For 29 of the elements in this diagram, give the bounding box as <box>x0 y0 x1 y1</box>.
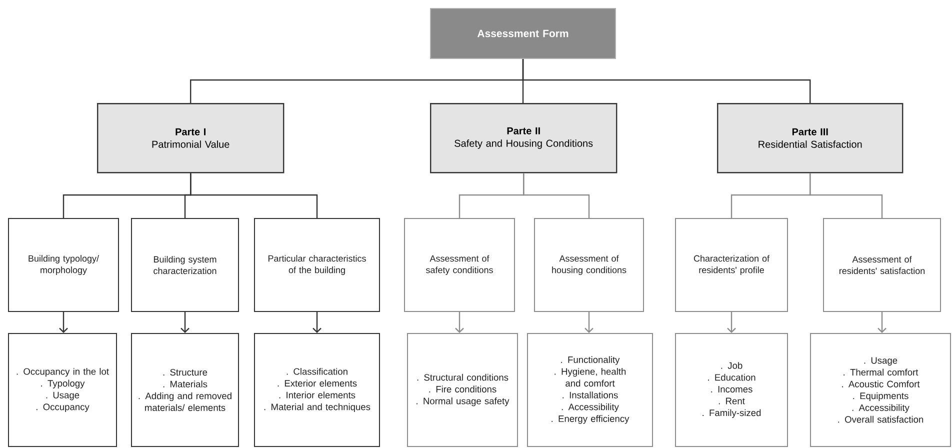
connector-line <box>522 59 811 103</box>
item-list-box: . Functionality . Hygiene, health and comfort . Installations . Accessibility . Energy efficiency <box>527 333 653 447</box>
category-box: Particular characteristics of the building <box>254 218 380 312</box>
category-box: Building typology/ morphology <box>8 218 119 312</box>
item-list-box: . Structure . Materials . Adding and removed materials/ elements <box>131 333 239 447</box>
connector-line <box>523 173 590 218</box>
title-box: Assessment Form <box>430 8 616 59</box>
category-box: Building system characterization <box>131 218 239 312</box>
item-list-box: . Structural conditions . Fire conditions . Normal usage safety <box>407 333 518 447</box>
item-list-box: . Occupancy in the lot . Typology . Usage . Occupancy <box>8 333 117 447</box>
arrow <box>584 312 594 333</box>
arrow <box>878 312 886 333</box>
arrow <box>312 312 322 333</box>
category-box: Assessment of housing conditions <box>534 218 644 312</box>
connector-line <box>190 173 318 218</box>
item-list-box: . Usage . Thermal comfort . Acoustic Comfort . Equipments . Accessibility . Overall satisfaction <box>810 333 951 447</box>
arrow <box>455 312 464 333</box>
arrow <box>180 312 190 333</box>
category-box: Assessment of safety conditions <box>404 218 515 312</box>
connector-line <box>810 173 883 218</box>
part-box: Parte III Residential Satisfaction <box>717 103 904 174</box>
category-box: Characterization of residents' profile <box>675 218 788 312</box>
part-box: Parte II Safety and Housing Conditions <box>430 103 618 174</box>
part-box: Parte I Patrimonial Value <box>97 103 284 174</box>
arrow <box>727 312 736 333</box>
item-list-box: . Job . Education . Incomes . Rent . Family-sized <box>675 333 788 447</box>
arrow <box>59 312 68 333</box>
category-box: Assessment of residents' satisfaction <box>823 218 941 312</box>
item-list-box: . Classification . Exterior elements . Interior elements . Material and techniques <box>254 333 380 447</box>
